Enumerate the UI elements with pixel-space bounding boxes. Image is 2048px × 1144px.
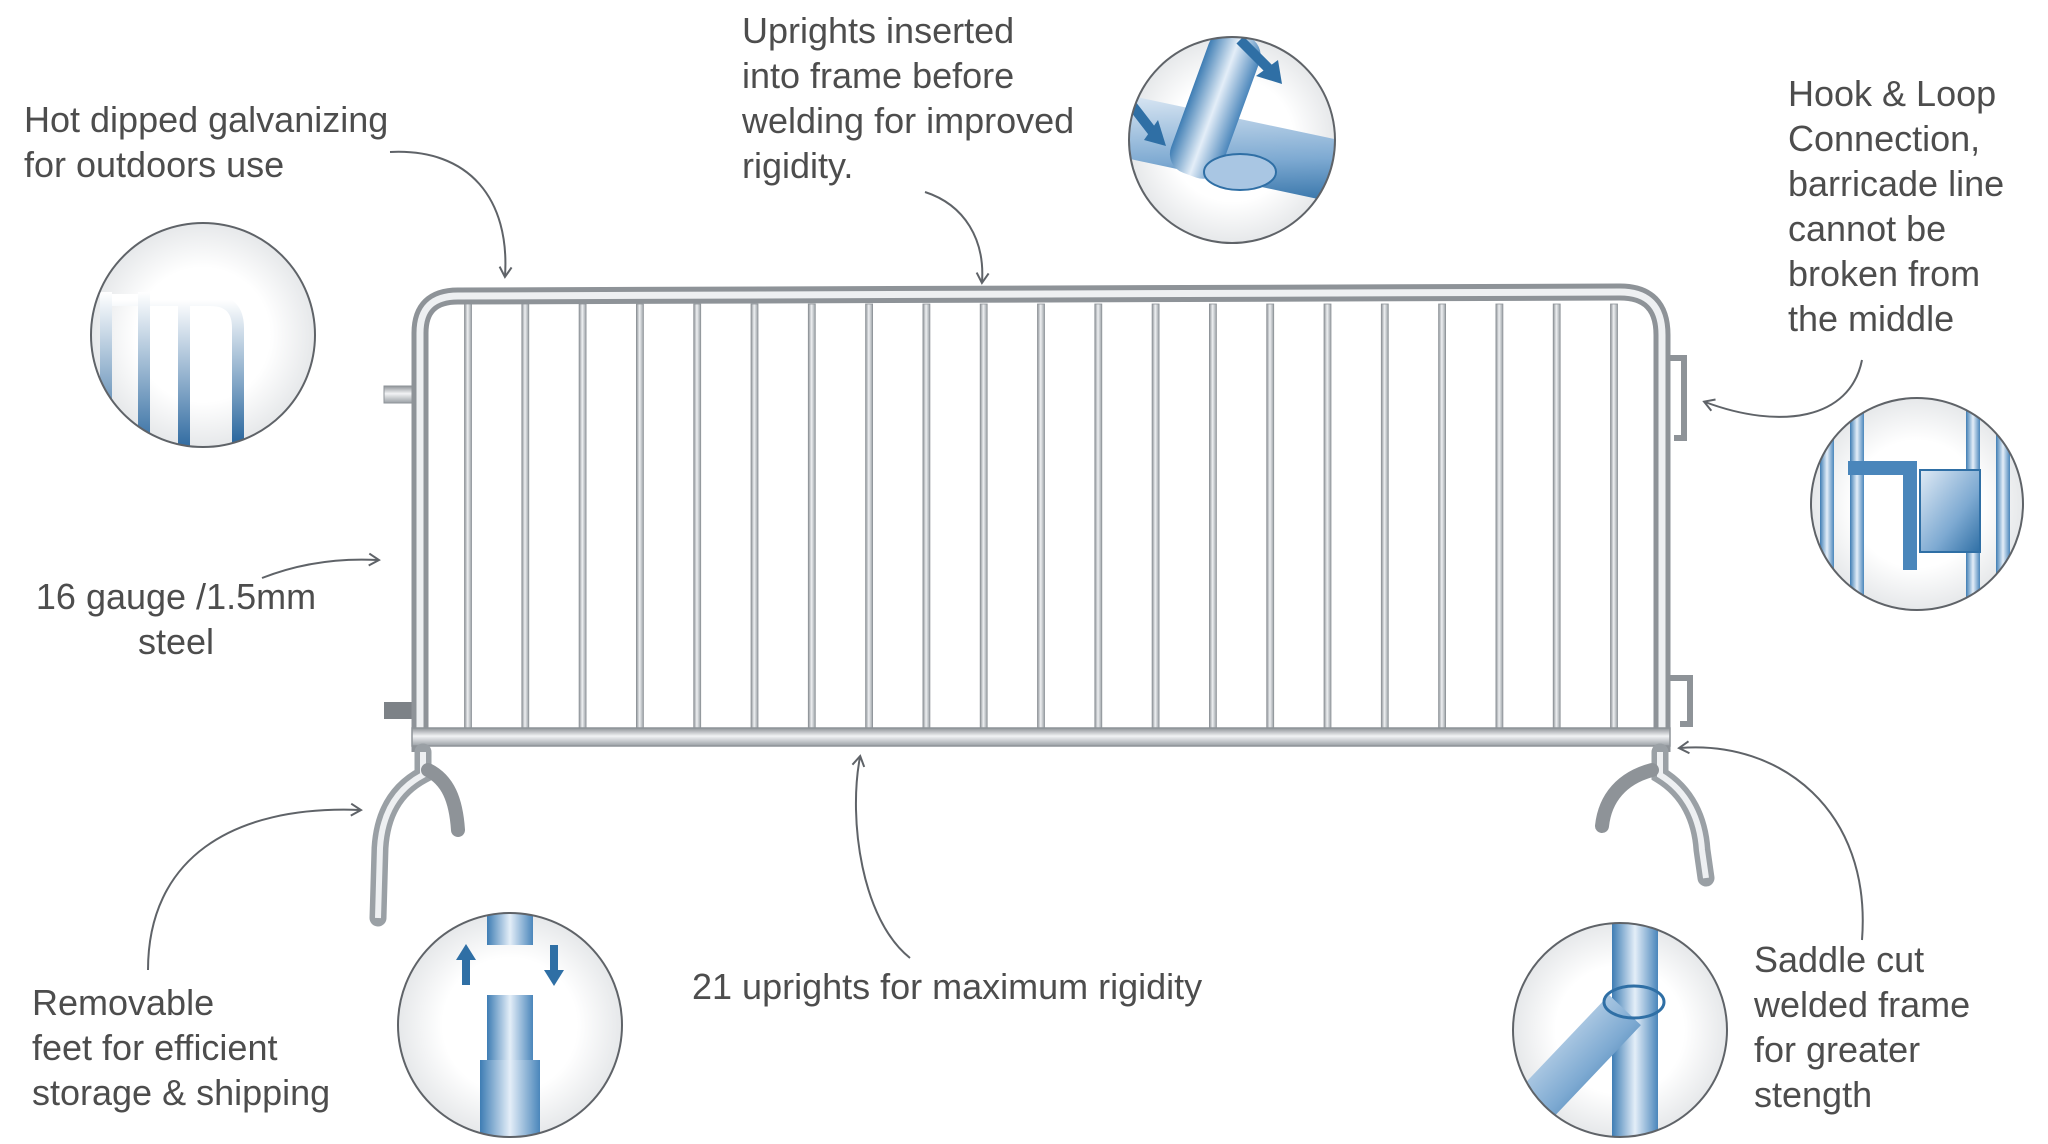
upright-bar (1323, 303, 1332, 729)
callout-galvanizing-line: for outdoors use (24, 144, 285, 185)
callout-hook-loop-line: cannot be (1788, 208, 1947, 249)
callout-saddle-cut: Saddle cut welded frame for greater sten… (1754, 937, 1970, 1117)
left-foot-rear (421, 763, 465, 837)
upright-bar (922, 303, 931, 729)
callout-uprights-inserted-line: rigidity. (742, 145, 854, 186)
arrow-gauge (261, 552, 381, 579)
callout-hook-loop-line: Hook & Loop (1788, 73, 1997, 114)
bottom-rail (411, 727, 1671, 747)
arrow-galvanizing (389, 150, 513, 279)
upright-bar (807, 303, 816, 729)
upright-bar (1610, 303, 1618, 729)
left-hook-lower (384, 702, 414, 719)
callout-hook-loop-line: barricade line (1788, 163, 2005, 204)
arrow-hook-loop (1702, 359, 1863, 418)
callout-removable-feet-line: storage & shipping (32, 1072, 331, 1113)
upright-bar (464, 303, 472, 729)
saddle-cut-detail-icon (1512, 922, 1728, 1138)
upright-bar (1037, 303, 1045, 729)
upright-bar (1438, 303, 1446, 729)
upright-bar (1495, 303, 1504, 729)
removable-foot-detail-icon (397, 912, 623, 1138)
hook-loop-detail-icon (1810, 397, 2024, 611)
callout-removable-feet-line: feet for efficient (32, 1027, 278, 1068)
callout-hook-loop: Hook & Loop Connection, barricade line c… (1788, 71, 2004, 341)
right-hook-upper (1666, 355, 1687, 441)
galvanized-corner-detail-icon (90, 222, 316, 448)
upright-bar (636, 303, 644, 729)
callout-gauge-line: 16 gauge /1.5mm (35, 576, 317, 617)
callout-hook-loop-line: the middle (1788, 298, 1955, 339)
upright-bar (750, 303, 759, 729)
upright-bar (693, 303, 702, 729)
right-hook-lower (1666, 675, 1693, 727)
left-hook-upper (383, 385, 415, 404)
upright-bar (1380, 303, 1389, 729)
upright-bar (1094, 303, 1103, 729)
arrow-saddle-cut (1677, 740, 1864, 941)
callout-uprights-inserted-line: into frame before (742, 55, 1015, 96)
callout-removable-feet-line: Removable (32, 982, 215, 1023)
callout-saddle-cut-line: Saddle cut (1754, 939, 1925, 980)
upright-bar (979, 303, 988, 729)
upright-bar (521, 303, 530, 729)
callout-uprights-inserted-line: welding for improved (742, 100, 1075, 141)
callout-arrows (147, 150, 1864, 971)
callout-uprights-inserted: Uprights inserted into frame before weld… (742, 8, 1074, 188)
arrow-uprights-count (851, 754, 911, 959)
callout-galvanizing-line: Hot dipped galvanizing (24, 99, 389, 140)
right-foot (1651, 743, 1715, 887)
arrow-removable-feet (147, 802, 363, 971)
callout-hook-loop-line: Connection, (1788, 118, 1981, 159)
callout-gauge-line: steel (137, 621, 215, 662)
right-foot-rear (1595, 763, 1659, 833)
upright-bar (1209, 303, 1217, 729)
callout-uprights-count-line: 21 uprights for maximum rigidity (692, 966, 1203, 1007)
callout-uprights-inserted-line: Uprights inserted (742, 10, 1015, 51)
barricade (369, 283, 1715, 927)
upright-bar (1266, 303, 1275, 729)
weld-insert-detail-icon (1128, 36, 1336, 244)
upright-bar (1151, 303, 1160, 729)
upright-bar (578, 303, 587, 729)
uprights-group (464, 303, 1618, 729)
upright-bar (1552, 303, 1561, 729)
callout-removable-feet: Removable feet for efficient storage & s… (32, 980, 330, 1115)
callout-hook-loop-line: broken from (1788, 253, 1981, 294)
callout-saddle-cut-line: welded frame (1754, 984, 1971, 1025)
callout-saddle-cut-line: for greater (1754, 1029, 1921, 1070)
upright-bar (865, 303, 873, 729)
callout-galvanizing: Hot dipped galvanizing for outdoors use (24, 97, 388, 187)
callout-saddle-cut-line: stength (1754, 1074, 1873, 1115)
arrow-uprights-inserted (924, 191, 990, 285)
callout-gauge: 16 gauge /1.5mm steel (28, 574, 324, 664)
callout-uprights-count: 21 uprights for maximum rigidity (692, 964, 1202, 1009)
